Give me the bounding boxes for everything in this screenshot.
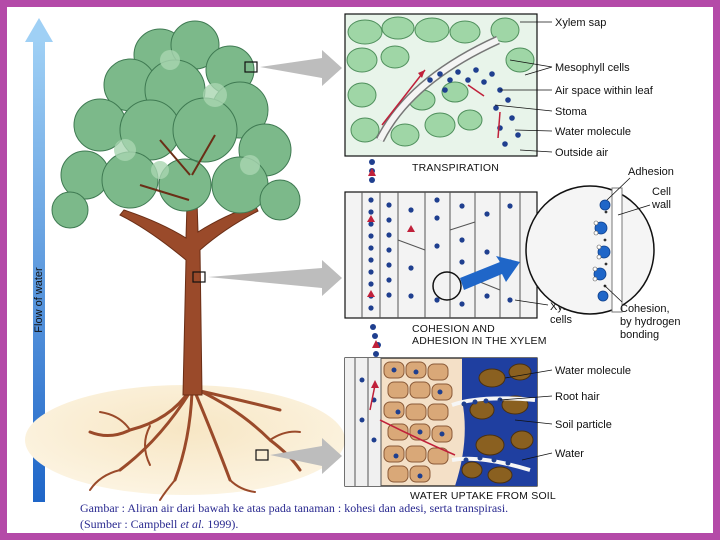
canopy-highlights <box>114 50 260 179</box>
label-cohesion-2: by hydrogen <box>620 316 681 328</box>
label-water-molecule-soil: Water molecule <box>555 365 631 377</box>
xylem-cells-leader <box>514 299 549 306</box>
figure-caption: Gambar : Aliran air dari bawah ke atas p… <box>80 500 700 532</box>
flow-of-water-label: Flow of water <box>33 267 45 333</box>
canopy-branches <box>139 134 216 201</box>
label-water: Water <box>555 448 584 460</box>
caption-et-al: et al. <box>180 517 205 531</box>
transpiration-leader-lines <box>494 21 553 153</box>
up-arrow-1 <box>368 168 376 176</box>
label-soil-particle: Soil particle <box>555 419 612 431</box>
label-stoma: Stoma <box>555 106 588 118</box>
soil-leader-lines <box>499 369 553 461</box>
caption-line2: (Sumber : Campbell et al. 1999). <box>80 516 700 532</box>
transpiration-title: TRANSPIRATION <box>412 162 499 174</box>
zoom-circle <box>525 185 655 315</box>
trunk-marker <box>192 271 206 283</box>
label-cohesion-3: bonding <box>620 329 659 341</box>
roots <box>88 388 302 501</box>
pointer-arrow-trunk <box>208 260 342 296</box>
pointer-arrow-leaf <box>260 50 342 86</box>
soil-title: WATER UPTAKE FROM SOIL <box>410 490 556 502</box>
leaf-marker <box>244 61 258 73</box>
up-arrow-2 <box>372 340 380 348</box>
label-cohesion-1: Cohesion, <box>620 303 670 315</box>
label-outside-air: Outside air <box>555 147 609 159</box>
caption-line1: Gambar : Aliran air dari bawah ke atas p… <box>80 501 509 515</box>
label-cell-wall-2: wall <box>651 199 671 211</box>
xylem-panel <box>344 191 538 319</box>
label-cell-wall-1: Cell <box>652 186 671 198</box>
transpiration-panel <box>344 13 538 157</box>
zoom-leader-lines <box>603 177 651 303</box>
zoom-arrow <box>460 256 520 290</box>
label-xylem-sap: Xylem sap <box>555 17 606 29</box>
label-water-molecule-top: Water molecule <box>555 126 631 138</box>
pointer-arrow-root <box>270 438 342 474</box>
xylem-title-line2: ADHESION IN THE XYLEM <box>412 335 547 347</box>
caption-source-suffix: 1999). <box>204 517 239 531</box>
label-xylem-cells-2: cells <box>550 314 573 326</box>
label-mesophyll-cells: Mesophyll cells <box>555 62 630 74</box>
label-adhesion: Adhesion <box>628 166 674 178</box>
tree-canopy <box>51 20 301 229</box>
root-marker <box>255 449 269 461</box>
flow-of-water-arrow <box>25 18 53 502</box>
soil-panel <box>344 357 538 487</box>
label-root-hair: Root hair <box>555 391 600 403</box>
xylem-title-line1: COHESION AND <box>412 323 495 335</box>
caption-source-prefix: (Sumber : Campbell <box>80 517 181 531</box>
label-air-space: Air space within leaf <box>555 85 654 97</box>
